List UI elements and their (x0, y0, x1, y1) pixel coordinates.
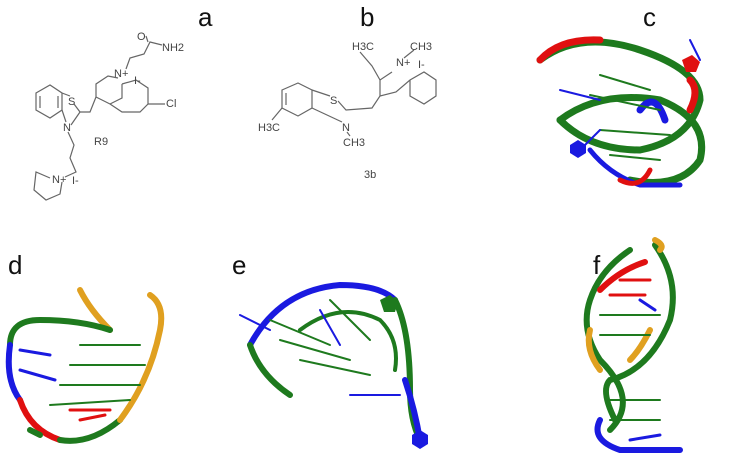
atom-h3c-top: H3C (352, 41, 374, 53)
compound-label-3b: 3b (364, 169, 376, 181)
panel-label-f: f (593, 250, 601, 280)
panel-label-e: e (232, 250, 247, 280)
dna-structure-e (239, 281, 428, 449)
panel-label-b: b (360, 2, 375, 32)
atom-cl: Cl (166, 98, 176, 110)
panel-label-c: c (643, 2, 656, 32)
atom-o: O (137, 31, 146, 43)
compound-label-r9: R9 (94, 136, 108, 148)
atom-ch3-bottom: CH3 (343, 137, 365, 149)
dna-structure-f (583, 237, 683, 453)
atom-nh2: NH2 (162, 42, 184, 54)
panel-label-d: d (8, 250, 23, 280)
structure-3b: H3C CH3 N+ I- S H3C N CH3 3b (258, 41, 437, 181)
dna-structure-c (536, 36, 706, 188)
dna-structure-d (5, 287, 165, 444)
atom-iodide: I- (418, 59, 425, 71)
atom-n-pyridinium: N+ (52, 174, 66, 186)
atom-iodide-2: I- (72, 175, 79, 187)
panel-label-a: a (198, 2, 213, 32)
atom-h3c-left: H3C (258, 122, 280, 134)
atom-n: N (63, 122, 71, 134)
atom-s: S (330, 95, 337, 107)
atom-n-plus: N+ (114, 68, 128, 80)
atom-s: S (68, 96, 75, 108)
atom-ch3-top: CH3 (410, 41, 432, 53)
structure-r9: O NH2 N+ I- Cl S N R9 N+ I- (33, 31, 184, 201)
atom-n-plus: N+ (396, 57, 410, 69)
atom-n: N (342, 122, 350, 134)
atom-iodide: I- (134, 75, 141, 87)
